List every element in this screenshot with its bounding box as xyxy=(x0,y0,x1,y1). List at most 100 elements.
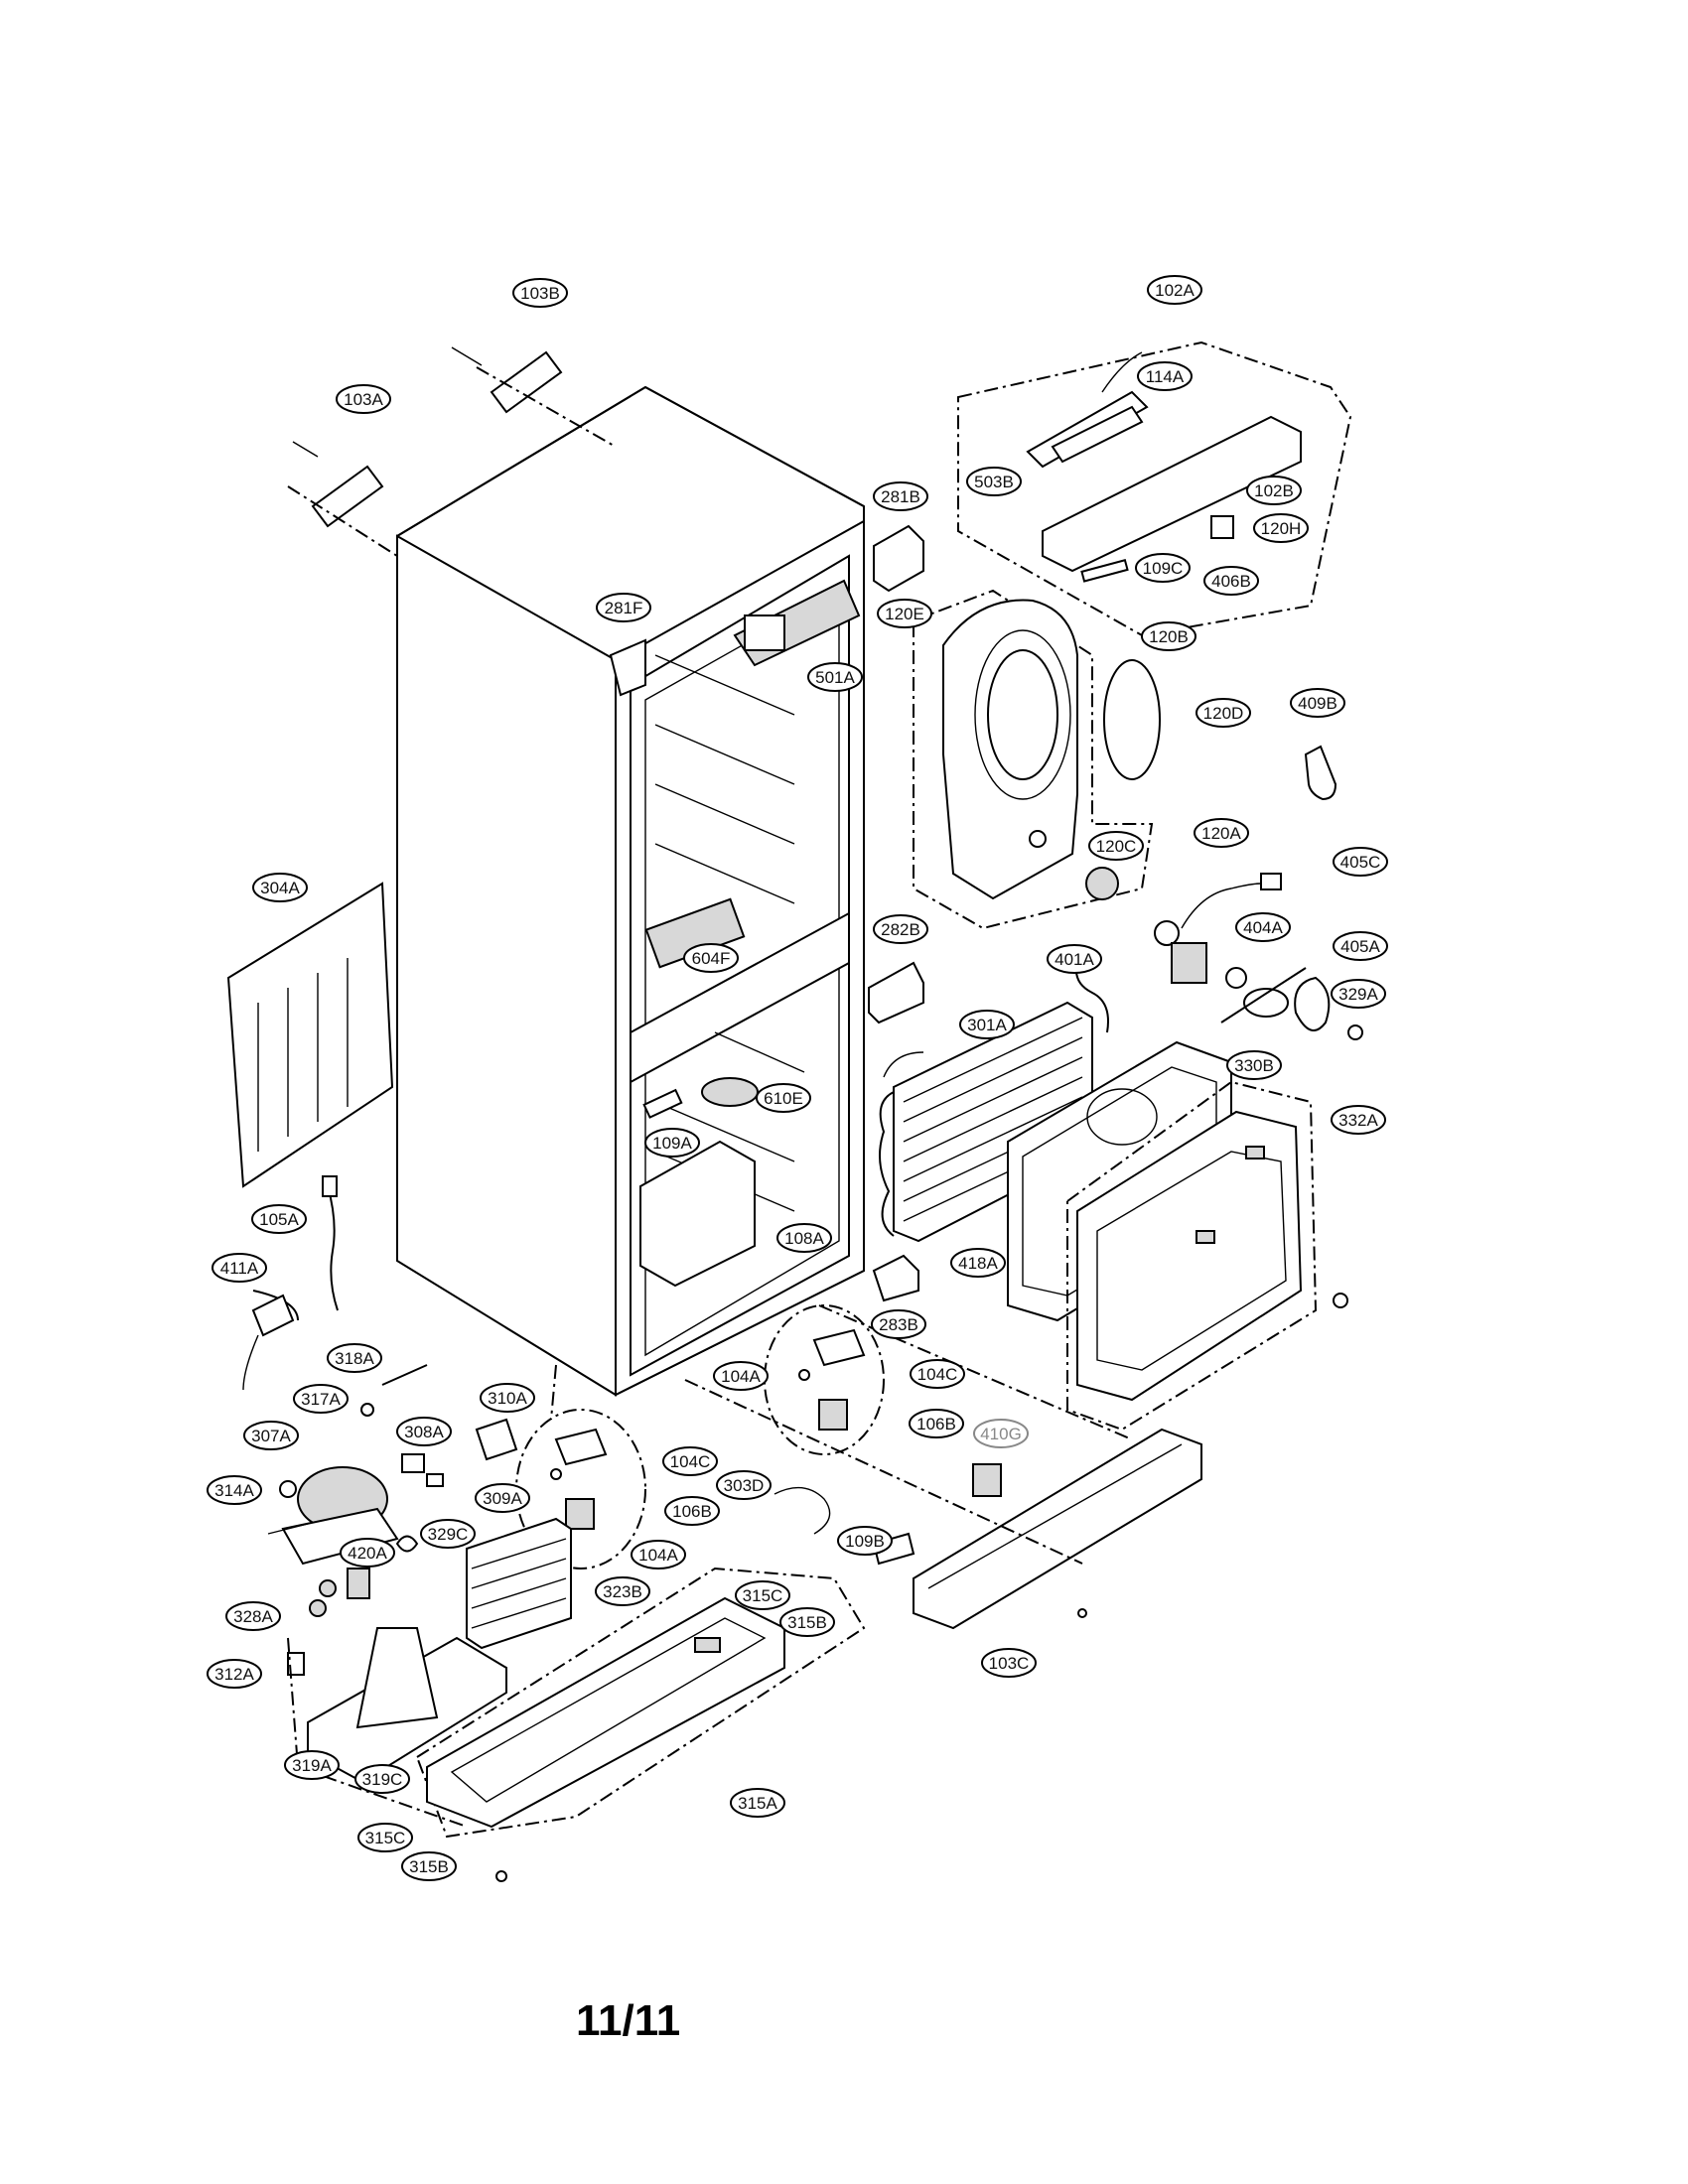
callout-120e: 120E xyxy=(877,599,932,628)
callout-307a: 307A xyxy=(243,1421,299,1450)
callout-label: 315B xyxy=(409,1857,449,1876)
callout-501a: 501A xyxy=(807,662,863,692)
callout-bubble xyxy=(1226,1050,1282,1080)
callout-label: 405A xyxy=(1340,937,1380,956)
callout-label: 120H xyxy=(1261,519,1302,538)
callout-bubble xyxy=(1047,944,1102,974)
callout-310a: 310A xyxy=(480,1383,535,1413)
callout-410g: 410G xyxy=(973,1419,1029,1448)
callout-label: 120A xyxy=(1201,824,1241,843)
callout-bubble xyxy=(631,1540,686,1570)
callout-bubble xyxy=(981,1648,1037,1678)
callout-bubble xyxy=(354,1764,410,1794)
callout-420a: 420A xyxy=(340,1538,395,1568)
callout-bubble xyxy=(252,873,308,902)
callout-bubble xyxy=(596,593,651,622)
callout-label: 105A xyxy=(259,1210,299,1229)
callout-401a: 401A xyxy=(1047,944,1102,974)
callout-bubble xyxy=(644,1128,700,1158)
callout-102a: 102A xyxy=(1147,275,1202,305)
callout-bubble xyxy=(1137,361,1193,391)
callout-label: 120C xyxy=(1096,837,1137,856)
condenser-323B xyxy=(466,1517,572,1650)
callout-103b: 103B xyxy=(512,278,568,308)
callout-bubble xyxy=(730,1788,785,1818)
callout-label: 307A xyxy=(251,1427,291,1445)
callout-303d: 303D xyxy=(716,1470,772,1500)
callout-315a: 315A xyxy=(730,1788,785,1818)
relay-310A xyxy=(475,1418,518,1461)
callout-label: 409B xyxy=(1298,694,1337,713)
callout-bubble xyxy=(1246,476,1302,505)
grommet-328A xyxy=(309,1579,337,1617)
callout-104c: 104C xyxy=(662,1446,718,1476)
callout-label: 315A xyxy=(738,1794,777,1813)
callout-104a: 104A xyxy=(631,1540,686,1570)
callout-bubble xyxy=(873,914,928,944)
callout-109c: 109C xyxy=(1135,553,1191,583)
callout-315c: 315C xyxy=(735,1580,790,1610)
callout-610e: 610E xyxy=(756,1083,811,1113)
callout-405a: 405A xyxy=(1333,931,1388,961)
callout-label: 610E xyxy=(764,1089,803,1108)
callout-405c: 405C xyxy=(1333,847,1388,877)
callout-bubble xyxy=(716,1470,772,1500)
callout-bubble xyxy=(512,278,568,308)
refrigerator-cabinet xyxy=(396,385,865,1397)
callout-label: 330B xyxy=(1234,1056,1274,1075)
callout-120a: 120A xyxy=(1194,818,1249,848)
callout-label: 309A xyxy=(483,1489,522,1508)
fan-motor-assembly xyxy=(1154,873,1363,1040)
callout-106b: 106B xyxy=(664,1496,720,1526)
callout-bubble xyxy=(1235,912,1291,942)
callout-328a: 328A xyxy=(225,1601,281,1631)
callout-label: 329C xyxy=(428,1525,469,1544)
callout-bubble xyxy=(910,1359,965,1389)
callout-bubble xyxy=(837,1526,893,1556)
callout-281b: 281B xyxy=(873,481,928,511)
callout-label: 282B xyxy=(881,920,920,939)
callout-label: 104C xyxy=(917,1365,958,1384)
handle-103A xyxy=(287,441,398,557)
callout-411a: 411A xyxy=(211,1253,267,1283)
callout-bubble xyxy=(1331,1105,1386,1135)
callout-bubble xyxy=(401,1851,457,1881)
callout-bubble xyxy=(340,1538,395,1568)
callout-282b: 282B xyxy=(873,914,928,944)
callout-label: 308A xyxy=(404,1423,444,1441)
callout-label: 304A xyxy=(260,879,300,897)
callout-bubble xyxy=(396,1417,452,1446)
callout-bubble xyxy=(480,1383,535,1413)
callout-301a: 301A xyxy=(959,1010,1015,1039)
callout-314a: 314A xyxy=(207,1475,262,1505)
callout-bubble xyxy=(595,1576,650,1606)
callout-330b: 330B xyxy=(1226,1050,1282,1080)
dashed-link-lines xyxy=(287,1304,1133,1768)
callout-label: 109C xyxy=(1143,559,1184,578)
callout-label: 104A xyxy=(721,1367,761,1386)
callout-304a: 304A xyxy=(252,873,308,902)
callout-label: 315B xyxy=(787,1613,827,1632)
callout-bubble xyxy=(1203,566,1259,596)
callout-label: 404A xyxy=(1243,918,1283,937)
drain-pan-319A xyxy=(297,1627,507,1828)
callout-label: 301A xyxy=(967,1016,1007,1034)
base-grille-103C xyxy=(913,1428,1202,1630)
callout-bubble xyxy=(1147,275,1202,305)
callout-315b: 315B xyxy=(779,1607,835,1637)
callout-bubble xyxy=(909,1409,964,1438)
callout-309a: 309A xyxy=(475,1483,530,1513)
evaporator-301A xyxy=(879,962,1109,1243)
callout-label: 102A xyxy=(1155,281,1195,300)
callout-label: 420A xyxy=(348,1544,387,1563)
callout-bubble xyxy=(284,1750,340,1780)
callout-label: 332A xyxy=(1338,1111,1378,1130)
fan-329C xyxy=(395,1535,419,1553)
callout-315c: 315C xyxy=(357,1823,413,1852)
callout-bubble xyxy=(871,1309,926,1339)
callout-label: 319C xyxy=(362,1770,403,1789)
sleeve-312A xyxy=(287,1652,305,1676)
callout-281f: 281F xyxy=(596,593,651,622)
